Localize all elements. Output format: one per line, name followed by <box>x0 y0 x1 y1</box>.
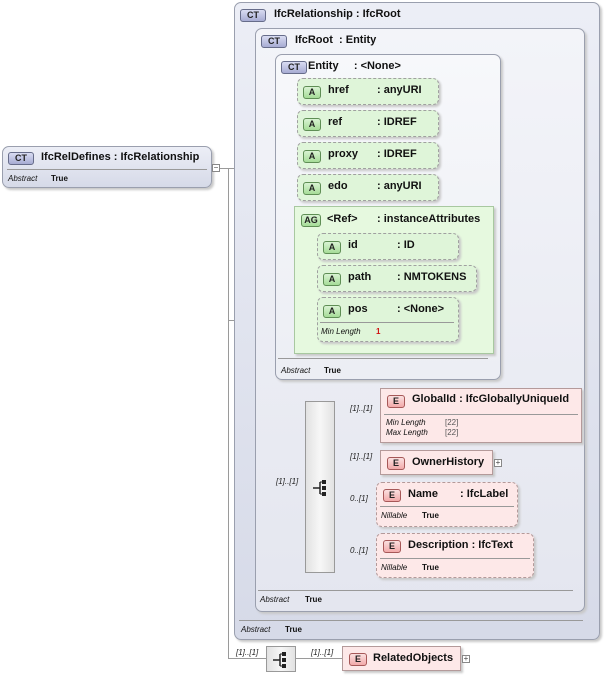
element-globalid[interactable]: E GlobalId : IfcGloballyUniqueId Min Len… <box>380 388 582 443</box>
attribute-href[interactable]: A href : anyURI <box>297 78 439 105</box>
nillable-label: Nillable <box>381 563 408 572</box>
complex-type-icon: CT <box>261 35 287 48</box>
description-occurrence: 0..[1] <box>350 546 368 555</box>
element-name: GlobalId : IfcGloballyUniqueId <box>412 393 570 405</box>
nillable-label: Nillable <box>381 511 408 520</box>
attribute-name: ref <box>328 116 343 128</box>
ifcreldefines-box[interactable]: CT IfcRelDefines : IfcRelationship Abstr… <box>2 146 212 188</box>
attribute-id[interactable]: A id : ID <box>317 233 459 260</box>
ifcrelationship-name: IfcRelationship : IfcRoot <box>274 8 401 20</box>
attribute-type: : NMTOKENS <box>397 271 467 283</box>
entity-name: Entity : <None> <box>308 60 401 72</box>
min-length-value: [22] <box>445 418 459 427</box>
abstract-label: Abstract <box>8 174 38 183</box>
attribute-ref[interactable]: A ref : IDREF <box>297 110 439 137</box>
nillable-value: True <box>422 563 439 572</box>
sequence-occurrence: [1]..[1] <box>276 477 299 486</box>
abstract-label: Abstract <box>281 366 311 375</box>
element-description[interactable]: E Description : IfcText Nillable True <box>376 533 534 578</box>
max-length-label: Max Length <box>386 428 428 437</box>
attribute-group-type: : instanceAttributes <box>377 213 481 225</box>
ifcreldefines-name: IfcRelDefines : IfcRelationship <box>41 151 200 163</box>
globalid-occurrence: [1]..[1] <box>350 404 373 413</box>
element-name: OwnerHistory <box>412 456 485 468</box>
abstract-label: Abstract <box>241 625 271 634</box>
relatedobjects-occurrence: [1]..[1] <box>311 648 334 657</box>
element-icon: E <box>383 489 401 502</box>
attribute-icon: A <box>323 241 341 254</box>
attribute-type: : IDREF <box>377 116 417 128</box>
abstract-value: True <box>324 366 341 375</box>
complex-type-icon: CT <box>8 152 34 165</box>
attribute-pos[interactable]: A pos : <None> Min Length 1 <box>317 297 459 342</box>
nillable-value: True <box>422 511 439 520</box>
element-name: Name <box>408 488 438 500</box>
min-length-label: Min Length <box>386 418 426 427</box>
attribute-type: : anyURI <box>377 84 422 96</box>
expand-toggle[interactable]: + <box>462 654 470 663</box>
element-icon: E <box>349 653 367 666</box>
attribute-name: edo <box>328 180 348 192</box>
element-name: Description : IfcText <box>408 539 513 551</box>
element-icon: E <box>387 395 405 408</box>
abstract-value: True <box>305 595 322 604</box>
attribute-name: path <box>348 271 372 283</box>
attribute-icon: A <box>323 273 341 286</box>
attribute-type: : anyURI <box>377 180 422 192</box>
element-relatedobjects[interactable]: E RelatedObjects <box>342 646 461 671</box>
expand-toggle[interactable]: + <box>494 458 502 467</box>
element-ownerhistory[interactable]: E OwnerHistory <box>380 450 493 475</box>
bottom-sequence-occurrence: [1]..[1] <box>236 648 259 657</box>
attribute-icon: A <box>303 150 321 163</box>
bottom-sequence-compositor[interactable] <box>266 646 296 672</box>
attribute-icon: A <box>303 182 321 195</box>
element-icon: E <box>387 457 405 470</box>
abstract-label: Abstract <box>260 595 290 604</box>
abstract-value: True <box>285 625 302 634</box>
attribute-proxy[interactable]: A proxy : IDREF <box>297 142 439 169</box>
collapse-toggle[interactable]: − <box>212 163 220 172</box>
attribute-type: : <None> <box>397 303 445 315</box>
attribute-type: : ID <box>397 239 415 251</box>
ifcroot-name: IfcRoot : Entity <box>295 34 377 46</box>
attribute-name: id <box>348 239 358 251</box>
attribute-group-icon: AG <box>301 214 321 227</box>
attribute-icon: A <box>323 305 341 318</box>
attribute-icon: A <box>303 118 321 131</box>
element-name: RelatedObjects <box>373 652 454 664</box>
attribute-name: href <box>328 84 349 96</box>
complex-type-icon: CT <box>281 61 307 74</box>
sequence-icon <box>313 480 326 496</box>
sequence-compositor[interactable] <box>305 401 335 573</box>
attribute-path[interactable]: A path : NMTOKENS <box>317 265 477 292</box>
element-name-ifclabel[interactable]: E Name : IfcLabel Nillable True <box>376 482 518 527</box>
attribute-type: : IDREF <box>377 148 417 160</box>
facet-value: 1 <box>376 327 381 336</box>
sequence-icon <box>273 652 286 668</box>
element-type: : IfcLabel <box>460 488 509 500</box>
attribute-icon: A <box>303 86 321 99</box>
complex-type-icon: CT <box>240 9 266 22</box>
attribute-edo[interactable]: A edo : anyURI <box>297 174 439 201</box>
attribute-name: pos <box>348 303 368 315</box>
abstract-value: True <box>51 174 68 183</box>
name-occurrence: 0..[1] <box>350 494 368 503</box>
max-length-value: [22] <box>445 428 459 437</box>
facet-label: Min Length <box>321 327 361 336</box>
ownerhistory-occurrence: [1]..[1] <box>350 452 373 461</box>
attribute-name: proxy <box>328 148 358 160</box>
element-icon: E <box>383 540 401 553</box>
attribute-group-ref: <Ref> <box>327 213 358 225</box>
